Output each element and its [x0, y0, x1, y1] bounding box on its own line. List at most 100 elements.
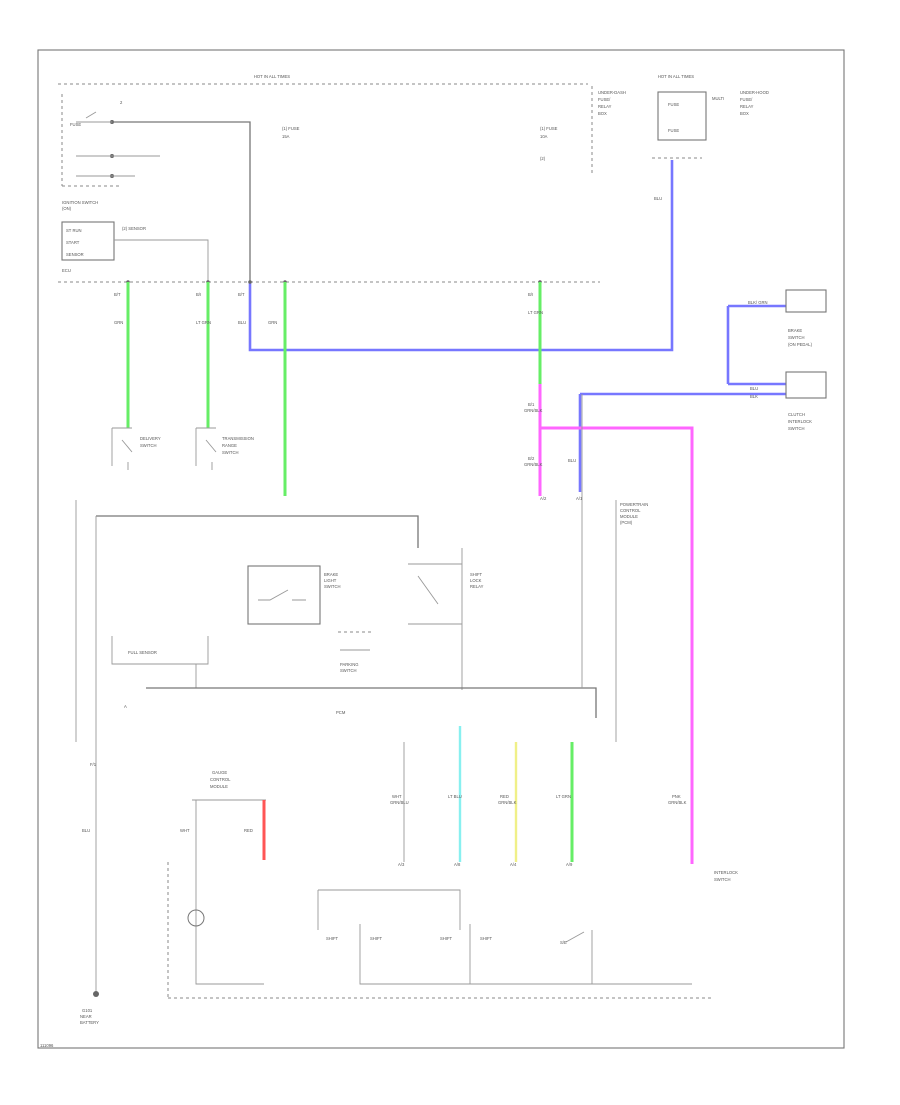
svg-text:MODULE: MODULE [620, 514, 638, 519]
svg-text:LIGHT: LIGHT [324, 578, 337, 583]
svg-text:CONTROL: CONTROL [620, 508, 641, 513]
right-vertical-label: POWERTRAIN CONTROL MODULE (PCM) [615, 500, 648, 742]
svg-text:A/3: A/3 [398, 862, 405, 867]
switch-2: TRANSMISSION RANGE SWITCH [195, 427, 254, 470]
svg-text:RELAY: RELAY [470, 584, 484, 589]
svg-text:UNDER-DASH: UNDER-DASH [598, 90, 626, 95]
svg-text:A/1: A/1 [576, 496, 583, 501]
svg-text:SHIFT: SHIFT [480, 936, 493, 941]
svg-text:B/T: B/T [238, 292, 245, 297]
svg-text:B/2: B/2 [528, 456, 535, 461]
svg-text:2: 2 [120, 100, 123, 105]
svg-text:CONTROL: CONTROL [210, 777, 231, 782]
svg-text:TRANSMISSION: TRANSMISSION [222, 436, 254, 441]
under-dash-fuse-text: UNDER-DASH FUSE/ RELAY BOX [598, 90, 626, 116]
svg-text:(2) SENSOR: (2) SENSOR [122, 226, 146, 231]
svg-text:BLU: BLU [654, 196, 662, 201]
svg-text:FUSE/: FUSE/ [740, 97, 753, 102]
svg-text:LT BLU: LT BLU [448, 794, 462, 799]
svg-text:SENSOR: SENSOR [66, 252, 84, 257]
footer-code: 111096 [40, 1043, 54, 1048]
brake-light-switch: BRAKE LIGHT SWITCH [247, 565, 341, 625]
svg-text:BLK: BLK [750, 394, 758, 399]
header-hot-right: HOT IN ALL TIMES [658, 74, 694, 79]
fuse-label-1: (1) FUSE [282, 126, 300, 131]
svg-text:CLUTCH: CLUTCH [788, 412, 805, 417]
svg-text:INTERLOCK: INTERLOCK [714, 870, 738, 875]
indicator-panel: GAUGE CONTROL MODULE WHT RED [180, 770, 266, 985]
svg-text:B/I: B/I [196, 292, 201, 297]
svg-text:SWITCH: SWITCH [140, 443, 157, 448]
svg-text:GRN: GRN [268, 320, 277, 325]
svg-text:MODULE: MODULE [210, 784, 228, 789]
svg-text:BLU: BLU [238, 320, 246, 325]
fuse-relay-box: FUSE 2 [61, 94, 251, 282]
right-switch-group: BLK/ GRN BLU BLK BRAKE SWITCH (ON PEDAL)… [578, 289, 827, 492]
svg-text:IGNITION SWITCH: IGNITION SWITCH [62, 200, 98, 205]
svg-text:WHT: WHT [180, 828, 190, 833]
fuse-label-2: (1) FUSE [540, 126, 558, 131]
svg-text:GRN/BLU: GRN/BLU [390, 800, 409, 805]
ground-point: G101 NEAR BATTERY [80, 991, 99, 1025]
full-sensor: FULL SENSOR [111, 636, 209, 688]
svg-text:BLU: BLU [568, 458, 576, 463]
svg-text:NEAR: NEAR [80, 1014, 92, 1019]
svg-text:BATTERY: BATTERY [80, 1020, 99, 1025]
svg-text:MULTI: MULTI [712, 96, 724, 101]
svg-text:BOX: BOX [598, 111, 607, 116]
blue-wire-fusebox [248, 160, 674, 352]
svg-text:(ON PEDAL): (ON PEDAL) [788, 342, 813, 347]
svg-text:A/2: A/2 [540, 496, 547, 501]
svg-text:F/1: F/1 [90, 762, 97, 767]
svg-text:FUSE/: FUSE/ [598, 97, 611, 102]
svg-text:RELAY: RELAY [740, 104, 754, 109]
svg-text:BRAKE: BRAKE [324, 572, 338, 577]
svg-text:GRN/BLK: GRN/BLK [498, 800, 517, 805]
ignition-switch: IGNITION SWITCH (ON) ST RUN START SENSOR… [61, 200, 209, 282]
svg-text:SWITCH: SWITCH [714, 877, 731, 882]
svg-text:FUSE: FUSE [668, 128, 679, 133]
svg-text:LT GRN: LT GRN [528, 310, 543, 315]
junction-label: ECU [62, 268, 71, 273]
svg-text:FUSE: FUSE [70, 122, 81, 127]
svg-text:SWITCH: SWITCH [788, 335, 805, 340]
svg-text:GRN/BLK: GRN/BLK [668, 800, 687, 805]
svg-text:A: A [124, 704, 127, 709]
svg-text:SWITCH: SWITCH [788, 426, 805, 431]
gear-switch-contacts: SHIFT SHIFT SHIFT SHIFT S/E [317, 889, 692, 985]
svg-text:FUSE: FUSE [668, 102, 679, 107]
svg-text:RELAY: RELAY [598, 104, 612, 109]
svg-text:BOX: BOX [740, 111, 749, 116]
svg-text:BLU: BLU [82, 828, 90, 833]
svg-text:(PCM): (PCM) [620, 520, 633, 525]
svg-text:(ON): (ON) [62, 206, 72, 211]
svg-text:GAUGE: GAUGE [212, 770, 227, 775]
svg-text:A/4: A/4 [510, 862, 517, 867]
svg-text:PNK: PNK [672, 794, 681, 799]
control-box-top [96, 515, 419, 548]
park-pin-switch: PARKING SWITCH [338, 631, 372, 673]
middle-bus [146, 687, 597, 718]
svg-text:RANGE: RANGE [222, 443, 237, 448]
diagram-frame [37, 49, 845, 1049]
svg-text:GRN/BLK: GRN/BLK [524, 462, 543, 467]
svg-text:G101: G101 [82, 1008, 93, 1013]
pink-wire-right [540, 426, 694, 864]
svg-text:GRN/BLK: GRN/BLK [524, 408, 543, 413]
svg-text:SWITCH: SWITCH [324, 584, 341, 589]
switch-1: DELIVERY SWITCH [111, 427, 161, 470]
svg-text:SHIFT: SHIFT [326, 936, 339, 941]
svg-text:B/1: B/1 [528, 402, 535, 407]
svg-text:BRAKE: BRAKE [788, 328, 802, 333]
fuse-label-1b: 15A [282, 134, 290, 139]
svg-text:A/8: A/8 [454, 862, 461, 867]
svg-text:SHIFT: SHIFT [470, 572, 483, 577]
svg-text:FULL SENSOR: FULL SENSOR [128, 650, 157, 655]
svg-text:LT GRN: LT GRN [556, 794, 571, 799]
svg-text:SHIFT: SHIFT [440, 936, 453, 941]
svg-text:GRN: GRN [114, 320, 123, 325]
svg-text:PARKING: PARKING [340, 662, 359, 667]
svg-text:LOCK: LOCK [470, 578, 482, 583]
svg-text:RED: RED [500, 794, 509, 799]
svg-text:POWERTRAIN: POWERTRAIN [620, 502, 648, 507]
